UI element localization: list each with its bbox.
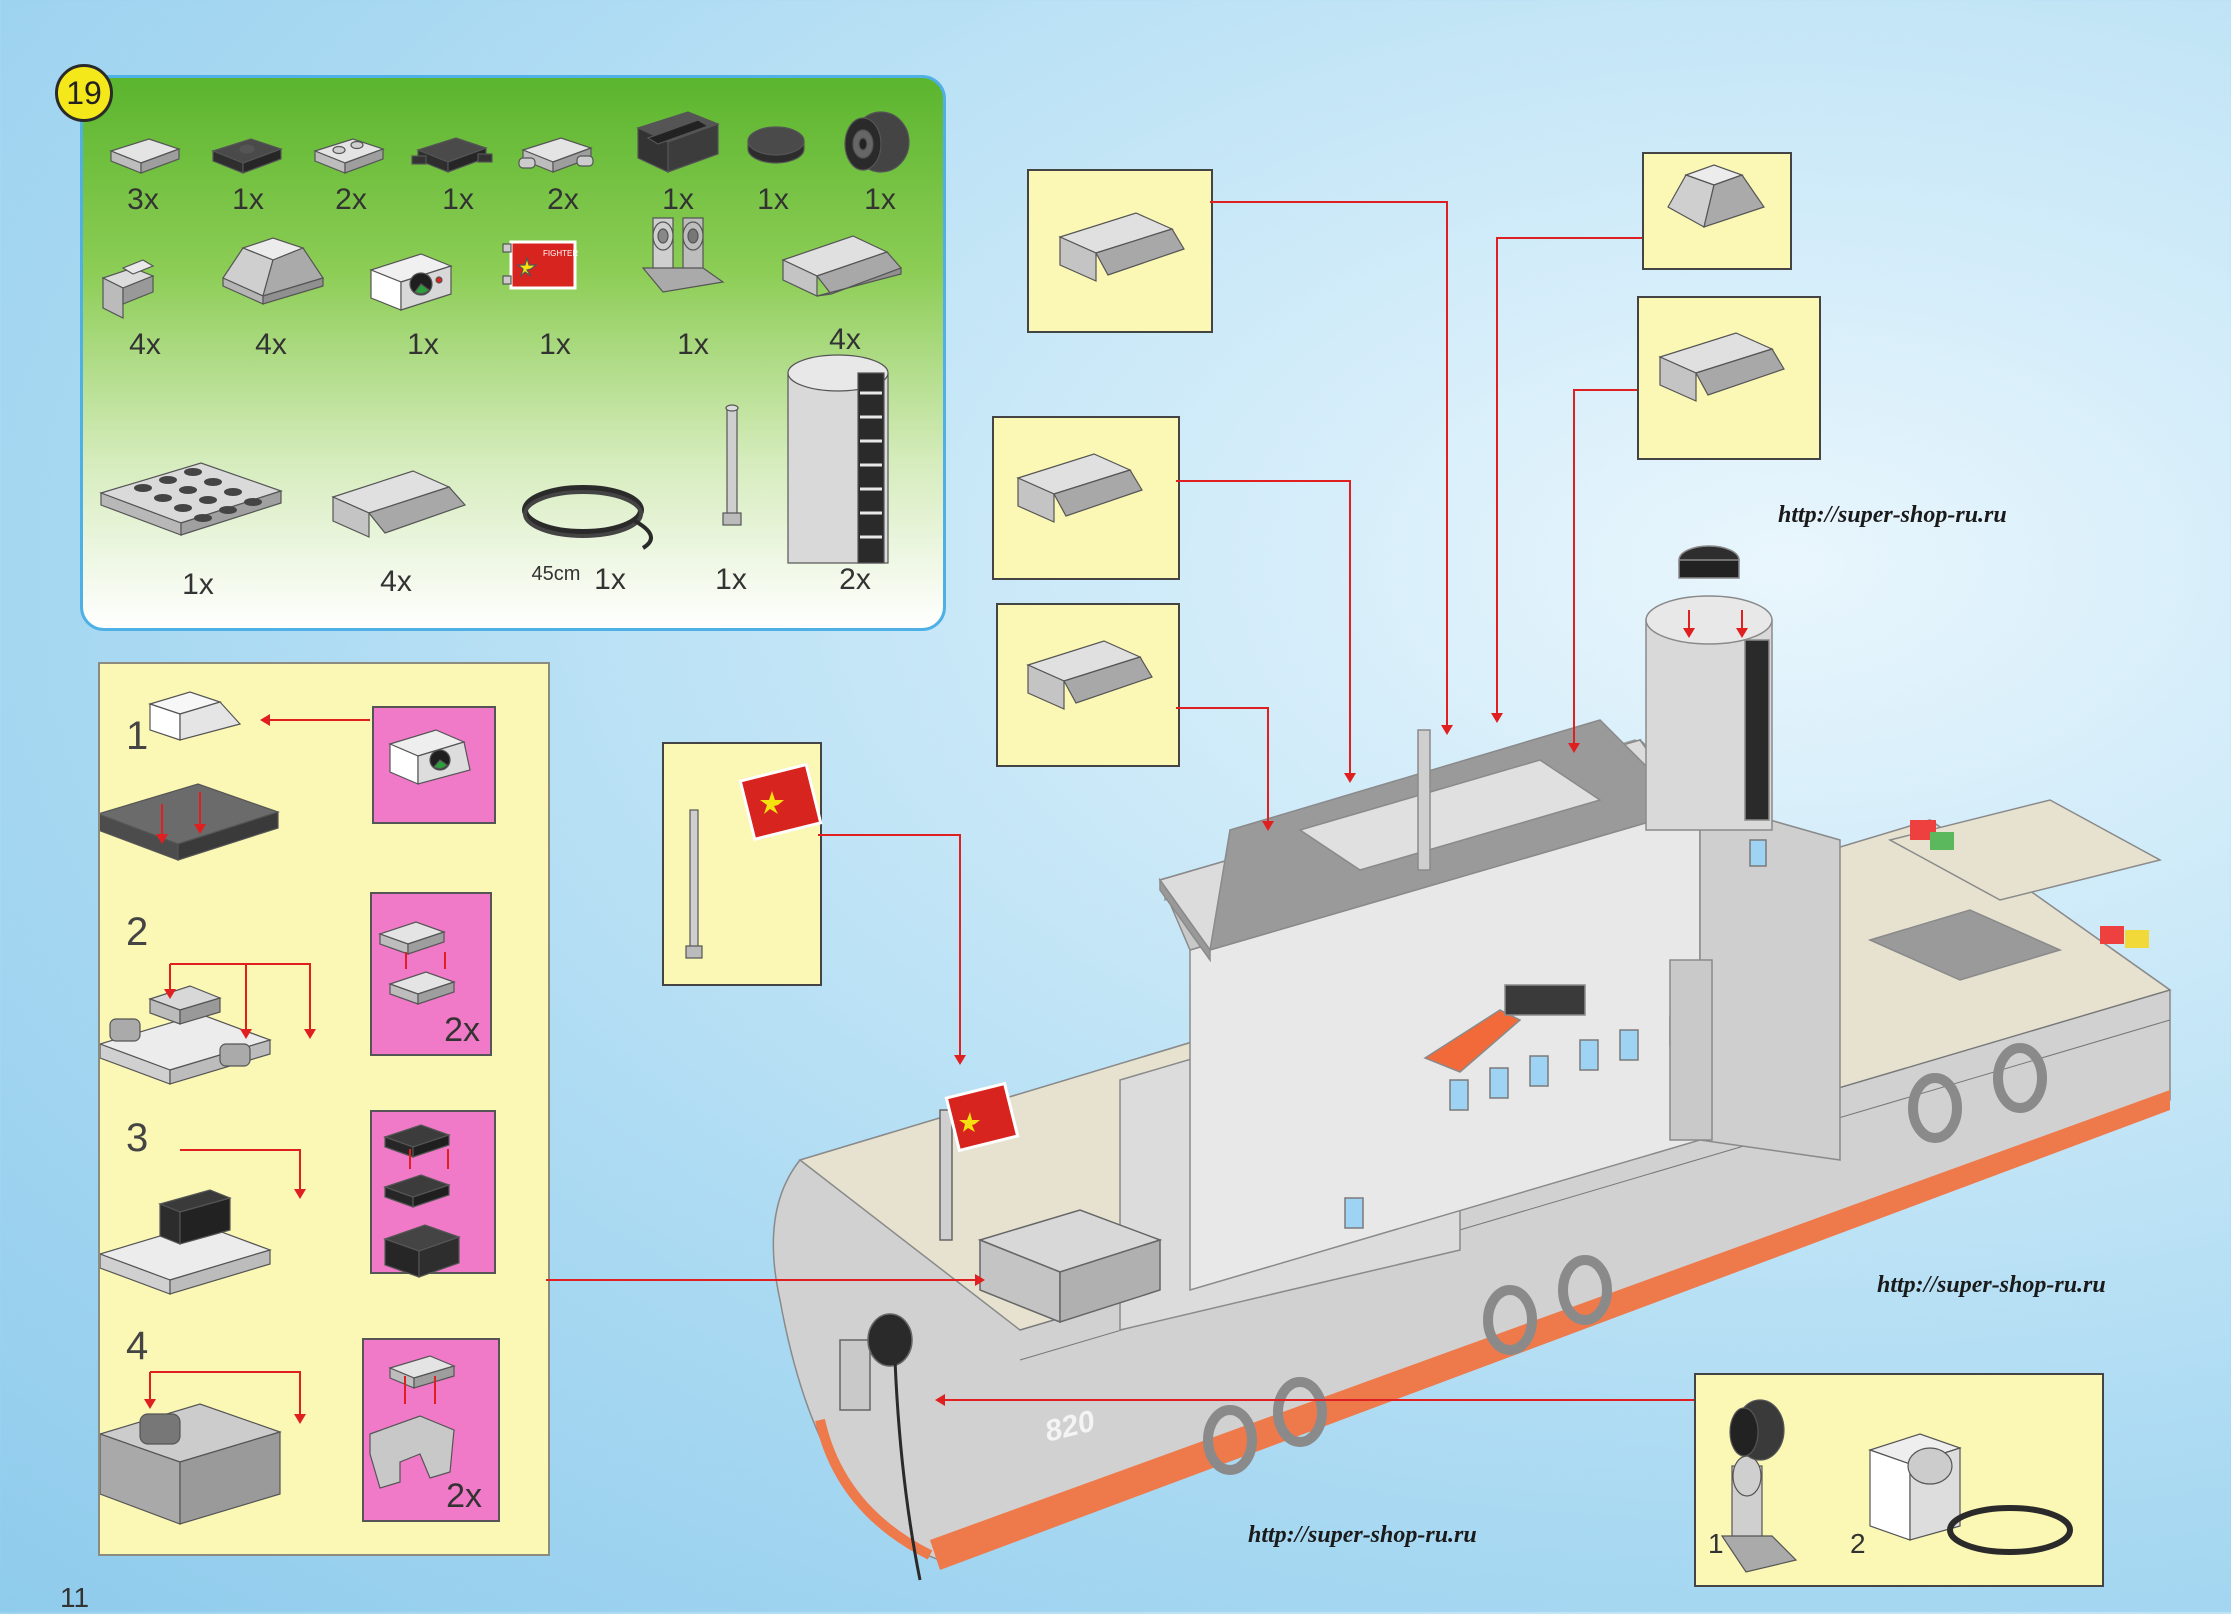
sub-assembly-panel: 1 2 3 4 2x 2x xyxy=(98,662,550,1556)
part-qty: 3x xyxy=(127,183,159,216)
slope-2x4-icon xyxy=(1026,640,1153,710)
part-slope-2x4-light-icon xyxy=(331,470,467,538)
sub-step-number: 4 xyxy=(126,1324,149,1368)
part-winch-drum-icon xyxy=(844,111,910,173)
part-qty: 4x xyxy=(380,565,412,598)
part-qty: 4x xyxy=(829,323,861,356)
slope-2x2-icon xyxy=(1667,164,1765,228)
dark-hinge-parts-icon xyxy=(383,1124,461,1278)
part-qty: 1x xyxy=(715,563,747,596)
part-slope-2x2-light-icon xyxy=(222,237,324,305)
winch-assembly-icon xyxy=(1868,1433,2073,1555)
winch-holder-icon xyxy=(1720,1399,1798,1573)
ship-superstructure xyxy=(1119,545,2163,1331)
part-qty: 2x xyxy=(547,183,579,216)
part-qty: 1x xyxy=(662,183,694,216)
part-qty: 1x xyxy=(442,183,474,216)
foredeck-equipment xyxy=(839,1081,1163,1581)
sub-step-number: 2 xyxy=(126,910,149,954)
part-qty: 1x xyxy=(594,563,626,596)
part-qty: 1x xyxy=(757,183,789,216)
part-qty: 1x xyxy=(864,183,896,216)
hull-tires xyxy=(1203,1043,2047,1475)
watermark-text: http://super-shop-ru.ru xyxy=(1877,1272,2106,1298)
assembly-4x4-plate-icon xyxy=(100,783,280,861)
callout-parts xyxy=(685,164,2073,1573)
part-printed-gauge-slope-icon xyxy=(369,253,453,311)
slope-2x4-icon xyxy=(1658,332,1785,402)
sub-assembly-illustrations xyxy=(100,691,471,1525)
clip-plate-parts-icon xyxy=(378,921,456,1005)
part-qty: 1x xyxy=(407,328,439,361)
slope-2x4-icon xyxy=(1016,453,1143,523)
part-plate-1x2-light-icon xyxy=(313,138,385,174)
page-number: 11 xyxy=(60,1582,90,1613)
winch-step-number: 2 xyxy=(1850,1528,1866,1559)
printed-slope-white-icon xyxy=(148,691,242,741)
part-qty: 2x xyxy=(335,183,367,216)
part-cylinder-ladder-icon xyxy=(787,354,889,564)
parts-list-panel: FIGHTER 3x 1x 2x 1x 2x 1x 1x 1x 4x 4x 1x… xyxy=(80,75,946,631)
part-length-label: 45cm xyxy=(531,563,581,585)
slope-parts-icon xyxy=(369,1355,456,1489)
part-bracket-light-icon xyxy=(101,259,155,319)
part-round-tile-dark-icon xyxy=(747,126,805,164)
part-qty: 1x xyxy=(539,328,571,361)
part-plate-1x2-light-icon xyxy=(109,138,181,174)
winch-step-number: 1 xyxy=(1708,1528,1724,1559)
parts-illustrations: FIGHTER xyxy=(99,111,910,564)
part-qty: 1x xyxy=(182,568,214,601)
part-qty: 4x xyxy=(255,328,287,361)
part-plate-clip-dark-icon xyxy=(411,137,493,173)
part-flag-red-star-icon: FIGHTER xyxy=(502,240,578,290)
sub-step-number: 1 xyxy=(126,714,149,758)
part-winch-holder-icon xyxy=(641,217,725,293)
slope-2x4-icon xyxy=(1058,212,1185,282)
part-qty: 1x xyxy=(677,328,709,361)
sub-step-qty: 2x xyxy=(444,1011,480,1049)
part-hinge-bracket-dark-icon xyxy=(636,111,720,173)
callout-lines xyxy=(546,201,1743,1401)
part-jumper-dark-icon xyxy=(211,138,283,174)
gauge-slope-part-icon xyxy=(388,729,471,785)
part-antenna-icon xyxy=(722,404,742,526)
sub-step-qty: 2x xyxy=(446,1477,482,1515)
assembly-step3-icon xyxy=(100,1189,272,1295)
sub-step-number: 3 xyxy=(126,1116,149,1160)
part-slope-2x4-light-icon xyxy=(781,235,903,297)
step-number-badge: 19 xyxy=(55,64,113,122)
part-qty: 4x xyxy=(129,328,161,361)
flag-antenna-icon xyxy=(685,762,823,959)
assembly-step2-icon xyxy=(100,985,272,1085)
part-plate-clips-light-icon xyxy=(518,137,594,173)
part-string-coil-icon xyxy=(522,485,653,550)
watermark-text: http://super-shop-ru.ru xyxy=(1248,1522,1477,1548)
callout-arrowheads xyxy=(935,628,1748,1406)
part-qty: 1x xyxy=(232,183,264,216)
part-qty: 2x xyxy=(839,563,871,596)
assembly-step4-icon xyxy=(100,1403,282,1525)
watermark-text: http://super-shop-ru.ru xyxy=(1778,502,2007,528)
svg-text:FIGHTER: FIGHTER xyxy=(543,249,578,258)
detail-box-slope-2 xyxy=(1637,296,1821,460)
